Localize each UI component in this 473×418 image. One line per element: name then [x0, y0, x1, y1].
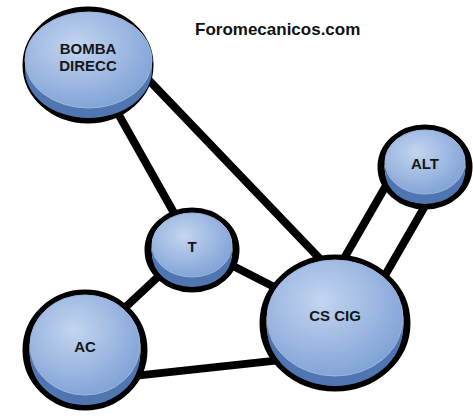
- pulley: ALT: [385, 130, 465, 204]
- pulley-face: [30, 295, 140, 395]
- pulley-label: CS CIG: [309, 307, 361, 324]
- belt-strand: [128, 359, 288, 376]
- watermark: Foromecanicos.com: [195, 20, 360, 40]
- belt-strand: [113, 104, 176, 216]
- pulley: T: [152, 213, 232, 287]
- pulley: AC: [30, 295, 140, 405]
- belt-strand: [226, 262, 277, 288]
- belt-strand: [343, 178, 391, 260]
- pulley-face: [152, 213, 232, 277]
- pulley-label: ALT: [411, 155, 439, 172]
- belt-wrap: [381, 128, 469, 206]
- pulley-label: T: [187, 238, 196, 255]
- pulley-label: AC: [74, 338, 96, 355]
- pulley-face: [267, 260, 403, 376]
- pulley-face: [385, 130, 465, 194]
- pulley: CS CIG: [267, 260, 403, 386]
- pulley: BOMBA DIRECC: [25, 12, 152, 118]
- belt-strand: [384, 193, 433, 277]
- pulley-label: BOMBA DIRECC: [42, 40, 134, 75]
- pulley-face: [25, 12, 152, 108]
- belt-strand: [123, 269, 166, 309]
